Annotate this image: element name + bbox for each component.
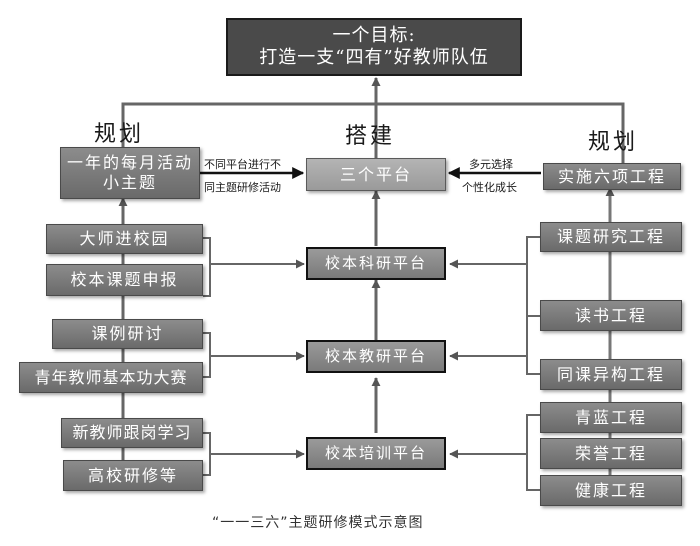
research-platform-label: 校本科研平台 bbox=[324, 254, 427, 273]
bracket-right-line bbox=[376, 102, 625, 163]
left-activity-label: 高校研修等 bbox=[87, 465, 178, 485]
left-bracket-research bbox=[203, 237, 304, 297]
plan-label-right: 规划 bbox=[588, 130, 639, 155]
right-bracket-research bbox=[450, 236, 540, 317]
left-activity-master-visit: 大师进校园 bbox=[46, 224, 203, 254]
build-label: 搭建 bbox=[345, 124, 396, 149]
left-activity-project-application: 校本课题申报 bbox=[46, 264, 203, 296]
right-project-label: 读书工程 bbox=[574, 305, 647, 325]
left-note-line-2: 同主题研修活动 bbox=[204, 181, 281, 194]
left-bracket-training bbox=[203, 432, 304, 476]
training-platform-label: 校本培训平台 bbox=[324, 444, 427, 463]
goal-line-2: 打造一支“四有”好教师队伍 bbox=[259, 47, 489, 68]
right-project-mentoring: 青蓝工程 bbox=[540, 402, 682, 433]
right-note-line-1: 多元选择 bbox=[469, 158, 513, 171]
right-project-same-lesson: 同课异构工程 bbox=[540, 359, 682, 390]
right-project-label: 健康工程 bbox=[574, 480, 647, 500]
right-project-label: 课题研究工程 bbox=[556, 227, 665, 246]
plan-label-left: 规划 bbox=[94, 122, 145, 147]
right-project-label: 同课异构工程 bbox=[556, 364, 665, 384]
left-note-line-1: 不同平台进行不 bbox=[204, 158, 281, 171]
right-project-research: 课题研究工程 bbox=[540, 222, 682, 252]
right-project-health: 健康工程 bbox=[540, 475, 682, 506]
three-platforms-label: 三个平台 bbox=[339, 164, 412, 184]
teaching-platform-label: 校本教研平台 bbox=[324, 347, 427, 366]
six-projects-box: 实施六项工程 bbox=[543, 163, 681, 190]
three-platforms-box: 三个平台 bbox=[306, 158, 446, 191]
left-bracket-teaching bbox=[203, 332, 304, 378]
left-activity-young-teacher-contest: 青年教师基本功大赛 bbox=[19, 362, 203, 393]
right-project-label: 青蓝工程 bbox=[574, 407, 647, 427]
bracket-left-line bbox=[121, 102, 376, 148]
right-bracket-teaching bbox=[450, 315, 540, 375]
right-note-line-2: 个性化成长 bbox=[462, 181, 517, 194]
left-activity-label: 青年教师基本功大赛 bbox=[34, 367, 188, 387]
training-platform-box: 校本培训平台 bbox=[306, 437, 446, 470]
monthly-theme-label: 一年的每月活动小主题 bbox=[66, 153, 193, 192]
left-activity-lesson-study: 课例研讨 bbox=[52, 319, 203, 349]
six-projects-label: 实施六项工程 bbox=[557, 166, 666, 186]
figure-caption: “一一三六”主题研修模式示意图 bbox=[212, 515, 424, 531]
right-project-honor: 荣誉工程 bbox=[540, 438, 682, 469]
left-activity-label: 课例研讨 bbox=[91, 324, 164, 343]
research-platform-box: 校本科研平台 bbox=[306, 247, 446, 280]
monthly-theme-box: 一年的每月活动小主题 bbox=[60, 147, 200, 199]
goal-box: 一个目标: 打造一支“四有”好教师队伍 bbox=[226, 18, 522, 76]
goal-line-1: 一个目标: bbox=[332, 24, 416, 46]
left-activity-label: 校本课题申报 bbox=[70, 270, 179, 289]
right-project-reading: 读书工程 bbox=[540, 300, 682, 331]
left-activity-label: 大师进校园 bbox=[79, 229, 170, 248]
right-project-label: 荣誉工程 bbox=[574, 443, 647, 463]
left-activity-new-teacher-shadowing: 新教师跟岗学习 bbox=[61, 418, 203, 448]
right-bracket-training bbox=[450, 414, 540, 491]
teaching-platform-box: 校本教研平台 bbox=[306, 340, 446, 373]
left-activity-university-training: 高校研修等 bbox=[63, 460, 203, 491]
left-activity-label: 新教师跟岗学习 bbox=[72, 423, 192, 442]
